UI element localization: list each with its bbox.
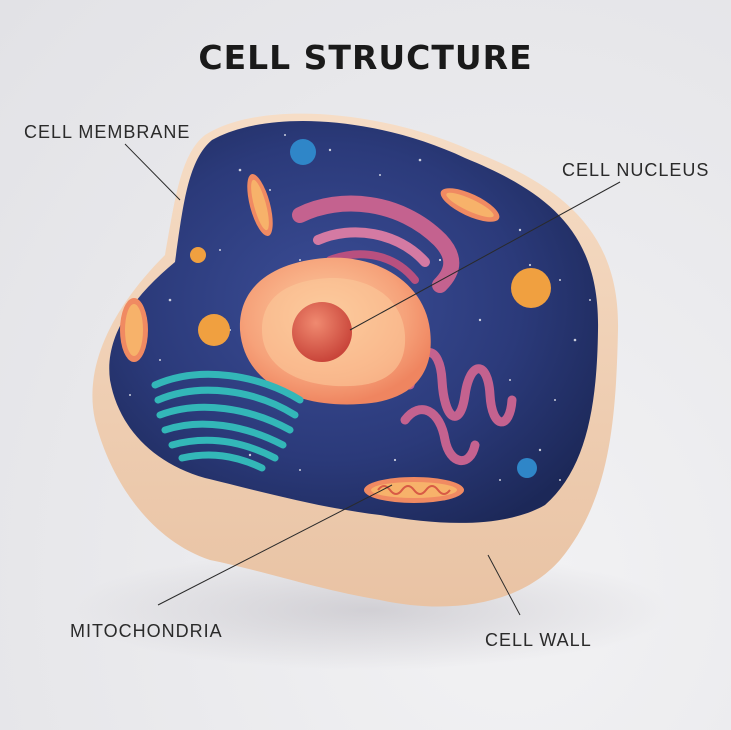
leader-cell-wall [487,554,521,616]
leader-cell-nucleus [349,181,621,331]
leader-mitochondria [157,484,393,606]
nucleolus [292,302,352,362]
vesicle [511,268,551,308]
vesicle [290,139,316,165]
leader-cell-membrane [124,143,181,201]
mitochondrion-top [247,173,273,237]
cell-membrane-label: CELL MEMBRANE [24,122,191,142]
mitochondrion-left [120,298,148,362]
golgi-apparatus [151,370,304,472]
endoplasmic-reticulum-top [292,195,460,293]
cell-nucleus-label: CELL NUCLEUS [562,160,710,180]
cell-wall-label: CELL WALL [485,630,592,650]
vesicle [190,247,206,263]
leader-lines [124,143,621,616]
diagram-title: CELL STRUCTURE [198,38,533,77]
mitochondria-label: MITOCHONDRIA [70,621,223,641]
mitochondrion-bottom [364,477,464,503]
mitochondrion-right [440,188,500,222]
vesicle [198,314,230,346]
endoplasmic-reticulum-right [400,348,517,466]
vesicle [517,458,537,478]
